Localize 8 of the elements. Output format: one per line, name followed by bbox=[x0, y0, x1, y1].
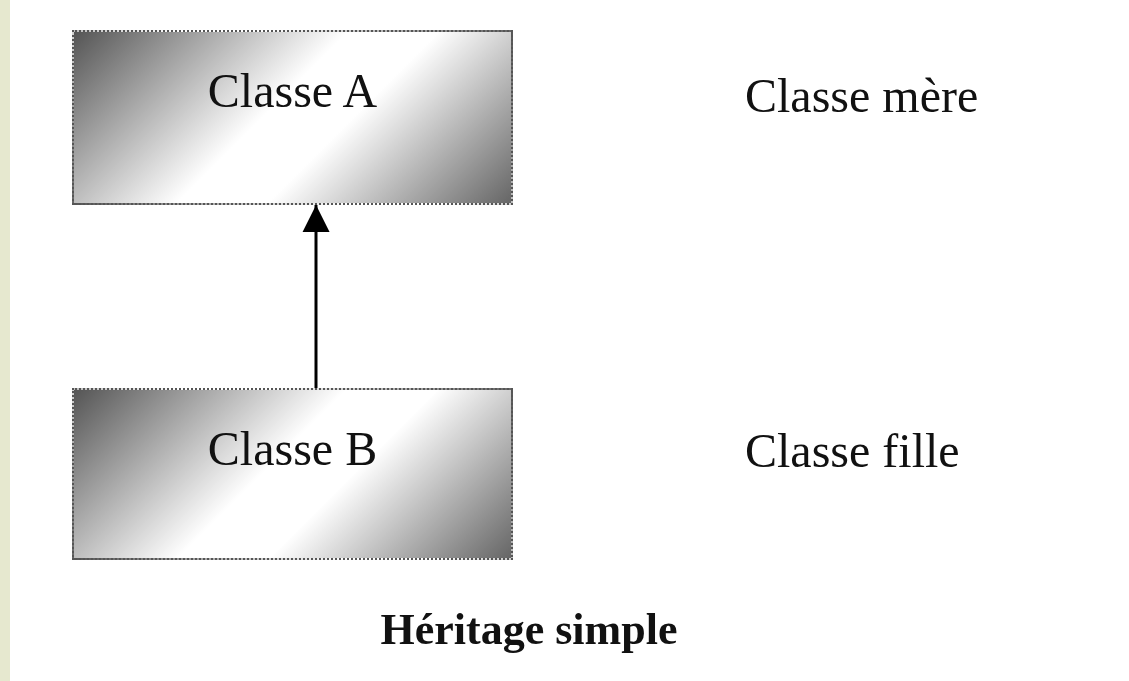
class-box bbox=[72, 388, 513, 560]
class-name: Classe B bbox=[207, 421, 378, 477]
arrow bbox=[302, 205, 330, 388]
role-label: Classe mère bbox=[745, 68, 979, 124]
class-box bbox=[72, 30, 513, 205]
caption: Héritage simple bbox=[380, 605, 678, 654]
class-name: Classe A bbox=[207, 63, 378, 119]
role-label: Classe fille bbox=[745, 423, 960, 479]
